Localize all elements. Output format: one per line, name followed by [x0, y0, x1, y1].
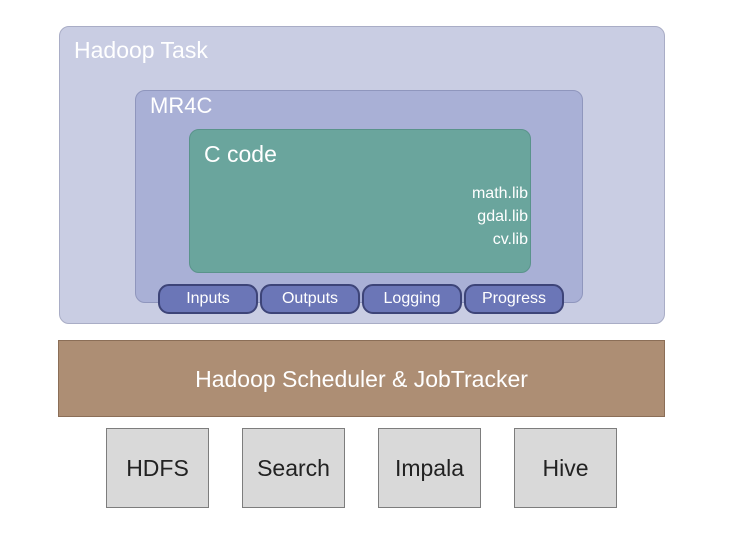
library-cv: cv.lib: [492, 231, 528, 248]
c-code-container: C code math.lib gdal.lib cv.lib: [189, 129, 531, 273]
inputs-button[interactable]: Inputs: [158, 284, 258, 314]
mr4c-title: MR4C: [150, 93, 213, 118]
library-list: math.lib gdal.lib cv.lib: [472, 182, 528, 251]
scheduler-bar: Hadoop Scheduler & JobTracker: [58, 340, 665, 417]
storage-hdfs: HDFS: [106, 428, 209, 508]
hadoop-task-title: Hadoop Task: [74, 37, 208, 63]
library-gdal: gdal.lib: [477, 208, 528, 225]
storage-impala: Impala: [378, 428, 481, 508]
outputs-button[interactable]: Outputs: [260, 284, 360, 314]
logging-button[interactable]: Logging: [362, 284, 462, 314]
library-math: math.lib: [471, 185, 528, 202]
progress-button[interactable]: Progress: [464, 284, 564, 314]
storage-hive: Hive: [514, 428, 617, 508]
c-code-title: C code: [204, 141, 277, 167]
storage-search: Search: [242, 428, 345, 508]
